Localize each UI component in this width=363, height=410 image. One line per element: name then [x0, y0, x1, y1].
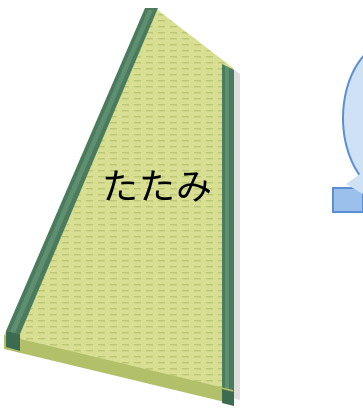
mat-bottom-edge-right-border	[222, 389, 234, 406]
right-border-highlight	[225, 66, 229, 390]
left-border-highlight	[10, 10, 153, 333]
mat-bottom-edge-left-border	[6, 331, 20, 351]
speech-bubble-fragment-icon	[332, 55, 363, 213]
mat-bottom-edge	[4, 335, 233, 404]
mat-weave-texture	[4, 8, 233, 390]
mat-label: たたみ	[102, 167, 214, 208]
